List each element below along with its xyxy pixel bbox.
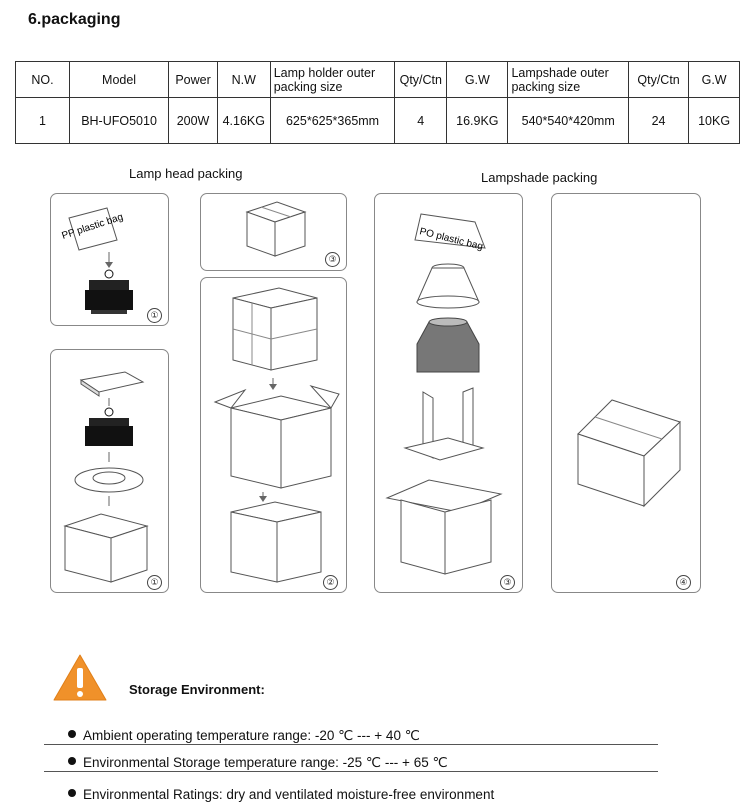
step-mark: ② xyxy=(323,575,338,590)
packaging-spec-table: NO. Model Power N.W Lamp holder outer pa… xyxy=(15,61,740,144)
table-cell: 16.9KG xyxy=(446,97,509,144)
warning-icon xyxy=(53,654,107,701)
storage-item: Environmental Storage temperature range:… xyxy=(68,755,448,771)
bullet-icon xyxy=(68,789,76,798)
lamp-head-caption: Lamp head packing xyxy=(129,166,243,181)
table-header-row: NO. Model Power N.W Lamp holder outer pa… xyxy=(15,61,740,98)
step-mark: ① xyxy=(147,575,162,590)
step-mark: ③ xyxy=(500,575,515,590)
header-cell: Lamp holder outer packing size xyxy=(269,61,396,98)
table-cell: 10KG xyxy=(688,97,740,144)
table-cell: 4 xyxy=(394,97,448,144)
header-cell: N.W xyxy=(216,61,271,98)
divider xyxy=(44,771,658,772)
lamp-head-step-panel: ① xyxy=(50,349,169,593)
header-cell: Qty/Ctn xyxy=(627,61,690,98)
lamp-head-step-panel: ② xyxy=(200,277,347,593)
lampshade-assembly-illustration: PO plastic bag xyxy=(385,213,503,575)
lampshade-step-panel: ④ xyxy=(551,193,701,593)
table-cell: 625*625*365mm xyxy=(269,97,396,144)
master-carton-illustration xyxy=(213,287,340,583)
table-row: 1 BH-UFO5010 200W 4.16KG 625*625*365mm 4… xyxy=(15,97,740,144)
header-cell: Lampshade outer packing size xyxy=(507,61,629,98)
storage-heading: Storage Environment: xyxy=(129,682,265,697)
header-cell: NO. xyxy=(15,61,70,98)
header-cell: G.W xyxy=(446,61,509,98)
sealed-carton-illustration xyxy=(577,399,681,508)
table-cell: 4.16KG xyxy=(216,97,271,144)
table-cell: BH-UFO5010 xyxy=(68,97,170,144)
step-mark: ① xyxy=(147,308,162,323)
storage-item: Environmental Ratings: dry and ventilate… xyxy=(68,787,494,802)
header-cell: G.W xyxy=(688,61,740,98)
table-cell: 540*540*420mm xyxy=(507,97,629,144)
header-cell: Qty/Ctn xyxy=(394,61,448,98)
bullet-icon xyxy=(68,757,76,766)
bullet-icon xyxy=(68,730,76,739)
lampshade-step-panel: PO plastic bag ③ xyxy=(374,193,523,593)
table-cell: 200W xyxy=(168,97,218,144)
header-cell: Power xyxy=(168,61,218,98)
lamp-assembly-illustration xyxy=(63,371,149,583)
header-cell: Model xyxy=(68,61,170,98)
pp-bag-illustration: PP plastic bag xyxy=(61,207,133,314)
lamp-head-step-panel: ③ xyxy=(200,193,347,271)
table-cell: 24 xyxy=(627,97,690,144)
table-cell: 1 xyxy=(15,97,70,144)
divider xyxy=(44,744,658,745)
carton-illustration xyxy=(245,201,307,257)
lamp-head-step-panel: PP plastic bag ① xyxy=(50,193,169,326)
section-title: 6.packaging xyxy=(28,11,121,28)
step-mark: ④ xyxy=(676,575,691,590)
lampshade-caption: Lampshade packing xyxy=(481,170,598,185)
step-mark: ③ xyxy=(325,252,340,267)
storage-item: Ambient operating temperature range: -20… xyxy=(68,728,420,744)
